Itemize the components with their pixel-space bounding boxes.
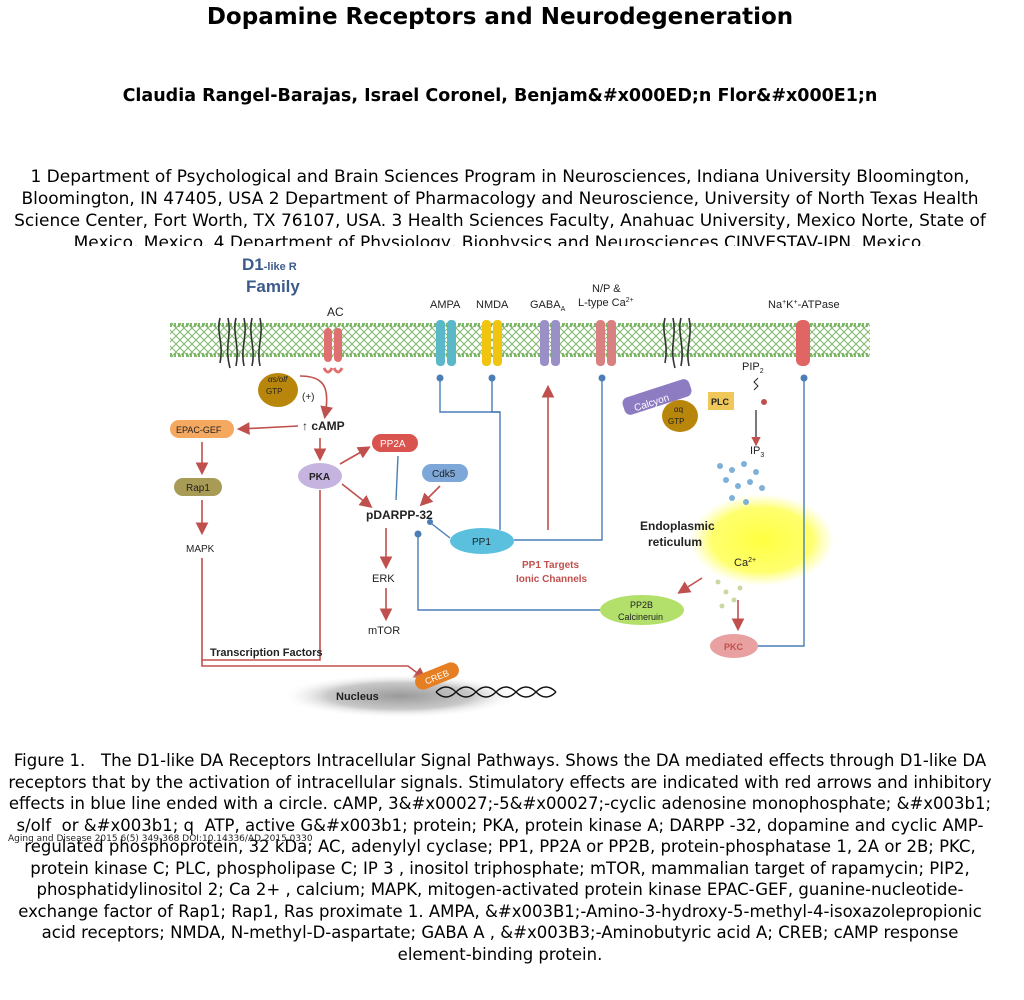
rap1-node bbox=[174, 478, 222, 496]
pp1-node bbox=[450, 528, 514, 554]
gs-label: αs/olf bbox=[268, 375, 288, 384]
np-label-1: N/P & bbox=[592, 283, 621, 295]
nmda-channel bbox=[482, 320, 502, 366]
gs-protein bbox=[258, 373, 298, 407]
calcium-dots bbox=[715, 579, 743, 609]
cdk5-label: Cdk5 bbox=[432, 469, 456, 480]
paper-title: Dopamine Receptors and Neurodegeneration bbox=[206, 4, 794, 30]
pka-label: PKA bbox=[309, 472, 330, 483]
nucleus bbox=[280, 674, 520, 718]
endoplasmic-reticulum bbox=[690, 494, 834, 586]
paper-affiliations: 1 Department of Psychological and Brain … bbox=[14, 167, 986, 246]
gq-protein bbox=[662, 400, 698, 432]
gq-label: αq bbox=[674, 405, 683, 414]
pip2-label: PIP2 bbox=[742, 361, 764, 375]
family-label: D1-like R bbox=[242, 255, 297, 274]
d1-receptor-left bbox=[218, 317, 262, 369]
mapk-label: MAPK bbox=[186, 544, 215, 555]
epac-label: EPAC-GEF bbox=[176, 425, 222, 435]
pp1-targets-2: Ionic Channels bbox=[516, 574, 588, 585]
cell-membrane bbox=[170, 323, 870, 357]
pathway-diagram: D1-like R Family αs/olf GTP AC AMPA NMDA… bbox=[170, 255, 870, 718]
mtor-label: mTOR bbox=[368, 625, 400, 637]
journal-citation: Aging and Disease 2015 6(5) 349-368 DOI:… bbox=[8, 834, 313, 844]
ampa-label: AMPA bbox=[430, 299, 461, 311]
pp2b-label-1: PP2B bbox=[630, 600, 653, 610]
camp-label: ↑ cAMP bbox=[302, 419, 345, 433]
pka-node bbox=[298, 463, 342, 489]
ac-label: AC bbox=[327, 305, 344, 319]
calcium-channel bbox=[596, 320, 616, 366]
calcyon bbox=[622, 379, 692, 415]
ip3-label: IP3 bbox=[750, 445, 764, 459]
gtp-label: GTP bbox=[266, 387, 282, 396]
gaba-channel bbox=[540, 320, 560, 366]
pp2a-label: PP2A bbox=[380, 439, 406, 450]
figure-signal-pathways: D1-like R Family αs/olf GTP AC AMPA NMDA… bbox=[160, 248, 880, 718]
nucleus-label: Nucleus bbox=[336, 691, 379, 703]
gaba-label: GABAA bbox=[530, 299, 566, 313]
epac-gef-node bbox=[170, 420, 234, 438]
figure-caption: Figure 1. The D1-like DA Receptors Intra… bbox=[8, 751, 992, 964]
plc bbox=[708, 392, 734, 410]
pkc-node bbox=[710, 634, 758, 658]
ip3-dots bbox=[717, 461, 765, 505]
family-label-2: Family bbox=[246, 277, 300, 296]
atpase-pump bbox=[796, 320, 810, 366]
pp2b-node bbox=[600, 595, 684, 625]
pkc-label: PKC bbox=[724, 642, 744, 652]
ampa-channel bbox=[436, 320, 456, 366]
pp1-label: PP1 bbox=[472, 537, 491, 548]
plc-label: PLC bbox=[711, 397, 730, 407]
nmda-label: NMDA bbox=[476, 299, 509, 311]
paper-authors: Claudia Rangel-Barajas, Israel Coronel, … bbox=[122, 86, 878, 106]
pp2b-label-2: Calcineruin bbox=[618, 612, 663, 622]
pp2a-node bbox=[372, 434, 418, 452]
np-label-2: L-type Ca2+ bbox=[578, 297, 634, 309]
er-label-1: Endoplasmic bbox=[640, 519, 715, 533]
creb-node bbox=[415, 662, 459, 690]
pp1-targets-1: PP1 Targets bbox=[522, 560, 579, 571]
erk-label: ERK bbox=[372, 573, 395, 585]
gtp2-label: GTP bbox=[668, 417, 684, 426]
ca-label: Ca2+ bbox=[734, 557, 756, 569]
ac-channel bbox=[324, 328, 332, 362]
plus-label: (+) bbox=[302, 392, 315, 403]
pdarpp-label: pDARPP-32 bbox=[366, 508, 433, 522]
dna-helix bbox=[435, 686, 557, 698]
rap1-label: Rap1 bbox=[186, 483, 210, 494]
transcription-label: Transcription Factors bbox=[210, 647, 322, 659]
er-label-2: reticulum bbox=[648, 535, 702, 549]
d1-receptor-right bbox=[663, 317, 691, 369]
atpase-label: Na+K+-ATPase bbox=[768, 299, 840, 311]
cdk5-node bbox=[422, 464, 468, 482]
